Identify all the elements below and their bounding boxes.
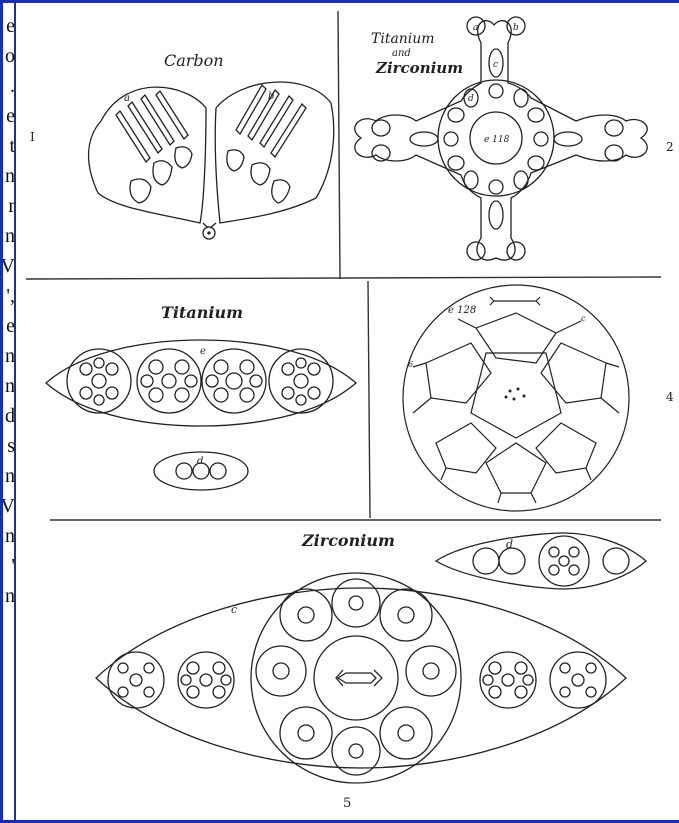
ti-zr-label-b: b: [513, 23, 519, 33]
zirconium-label-c: c: [231, 603, 237, 616]
carbon-label-b: b: [268, 91, 274, 102]
titanium-title: Titanium: [161, 303, 243, 322]
panel-dividers: [26, 11, 661, 520]
ti-zr-title-line2: and: [392, 48, 411, 59]
tetrahedra-star-diagram: [403, 285, 629, 511]
titanium-label-e: e: [200, 346, 206, 357]
zirconium-diagram: [96, 533, 646, 783]
ti-zr-label-d: d: [468, 94, 474, 104]
panel-number-5: 5: [343, 796, 351, 811]
zirconium-title: Zirconium: [301, 531, 395, 550]
ti-zr-label-c: c: [493, 60, 498, 70]
panel-number-1: I: [30, 130, 35, 144]
carbon-label-a: a: [124, 93, 130, 104]
star-label-c: c: [581, 314, 586, 323]
titanium-label-d: d: [197, 456, 203, 467]
panel-number-2: 2: [666, 140, 674, 154]
carbon-title: Carbon: [164, 51, 224, 70]
ti-zr-title-line3: Zirconium: [375, 59, 463, 77]
titanium-diagram: [46, 340, 356, 490]
ti-zr-label-a: a: [473, 23, 478, 33]
ti-zr-center-label: e 118: [484, 135, 510, 145]
zirconium-label-d: d: [506, 538, 513, 551]
star-label-6: 6: [408, 360, 413, 369]
ti-zr-title-line1: Titanium: [371, 31, 435, 47]
star-center-label: e 128: [448, 305, 476, 316]
carbon-diagram: [89, 82, 334, 239]
atom-diagram-plate: Carbon I a b: [16, 3, 679, 820]
panel-number-4: 4: [666, 390, 674, 404]
